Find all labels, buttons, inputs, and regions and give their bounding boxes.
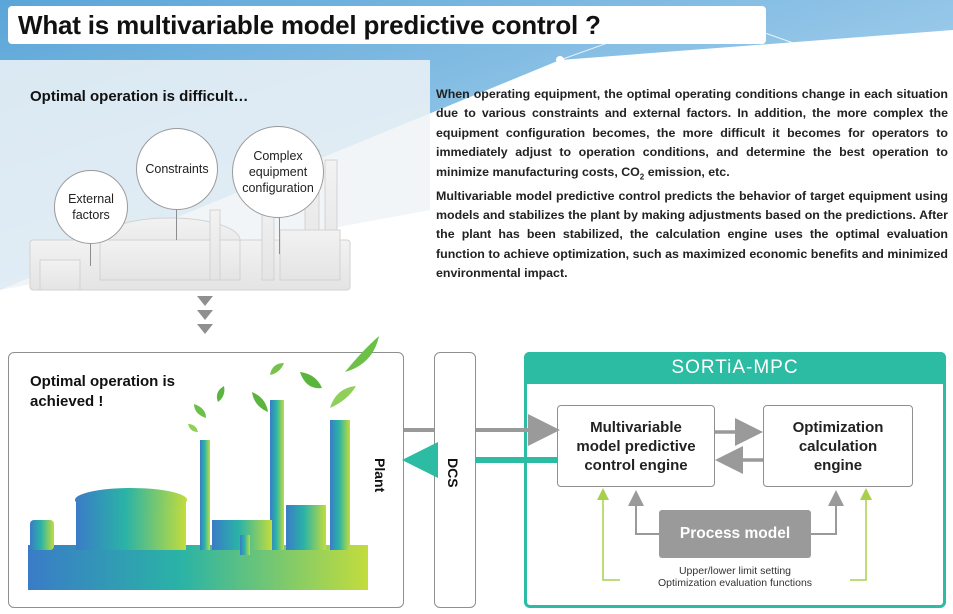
gray-factory: [29, 149, 351, 291]
optimization-engine-box: Optimization calculation engine: [763, 405, 913, 487]
bubble-constraints: Constraints: [136, 128, 218, 210]
page-title: What is multivariable model predictive c…: [18, 9, 601, 40]
down-arrows: [197, 296, 213, 334]
limit-note: Upper/lower limit setting Optimization e…: [657, 565, 813, 589]
difficult-heading: Optimal operation is difficult…: [30, 88, 249, 105]
process-model-box: Process model: [659, 510, 811, 558]
bubble-stem: [279, 214, 280, 254]
bubble-external-factors: External factors: [54, 170, 128, 244]
title-bar: What is multivariable model predictive c…: [8, 6, 766, 44]
description: When operating equipment, the optimal op…: [436, 85, 948, 284]
bubble-stem: [90, 244, 91, 266]
plant-label: Plant: [372, 458, 388, 493]
dcs-label: DCS: [445, 458, 461, 488]
achieved-heading: Optimal operation is achieved !: [30, 373, 176, 410]
sortia-mpc-header: SORTiA-MPC: [524, 352, 946, 384]
description-paragraph-2: Multivariable model predictive control p…: [436, 188, 948, 281]
colored-factory: [28, 400, 368, 590]
leaves: [188, 336, 379, 432]
description-paragraph-1: When operating equipment, the optimal op…: [436, 87, 948, 182]
mpc-engine-box: Multivariable model predictive control e…: [557, 405, 715, 487]
bubble-complex-configuration: Complex equipment configuration: [232, 126, 324, 218]
dcs-panel: [434, 352, 476, 608]
bubble-stem: [176, 210, 177, 240]
